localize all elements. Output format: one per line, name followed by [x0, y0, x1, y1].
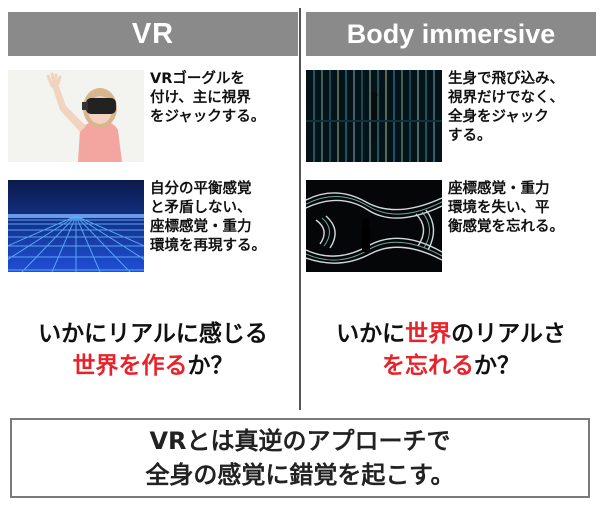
body-immersive-header-label: Body immersive	[346, 18, 556, 49]
vr-grid-text: 自分の平衡感覚 と矛盾しない、 座標感覚・重力 環境を再現する。	[150, 181, 266, 254]
vr-question: いかにリアルに感じる 世界を作るか？	[38, 321, 268, 379]
light-waves-photo	[306, 180, 442, 272]
vr-header-label: VR	[131, 17, 175, 50]
vr-row-grid: 自分の平衡感覚 と矛盾しない、 座標感覚・重力 環境を再現する。	[8, 180, 298, 272]
body-immersive-question-highlight-2: を忘れる	[382, 353, 474, 379]
vr-header: VR	[8, 12, 298, 56]
vr-goggles-text: VRゴーグルを 付け、主に視界 をジャックする。	[150, 71, 266, 125]
summary-line-2: 全身の感覚に錯覚を起こす。	[145, 461, 455, 489]
vr-goggles-photo	[8, 70, 144, 162]
body-immersive-question: いかに世界のリアルさ を忘れるか？	[336, 321, 566, 379]
light-installation-photo	[306, 70, 442, 162]
body-immersive-row-balance: 座標感覚・重力 環境を失い、平 衡感覚を忘れる。	[306, 180, 596, 272]
vr-row-goggles: VRゴーグルを 付け、主に視界 をジャックする。	[8, 70, 298, 162]
body-immersive-header: Body immersive	[306, 12, 596, 56]
body-immersive-balance-text: 座標感覚・重力 環境を失い、平 衡感覚を忘れる。	[448, 181, 564, 235]
vr-question-highlight: 世界を作る	[72, 353, 188, 379]
body-immersive-dive-text: 生身で飛び込み、 視界だけでなく、 全身をジャック する。	[448, 71, 564, 144]
vr-grid-image	[8, 180, 144, 272]
summary-line-1: VRとは真逆のアプローチで	[149, 427, 451, 455]
body-immersive-question-highlight-1: 世界	[405, 321, 452, 347]
body-immersive-row-dive: 生身で飛び込み、 視界だけでなく、 全身をジャック する。	[306, 70, 596, 162]
column-divider	[299, 8, 301, 410]
summary-box: VRとは真逆のアプローチで 全身の感覚に錯覚を起こす。	[10, 418, 590, 498]
